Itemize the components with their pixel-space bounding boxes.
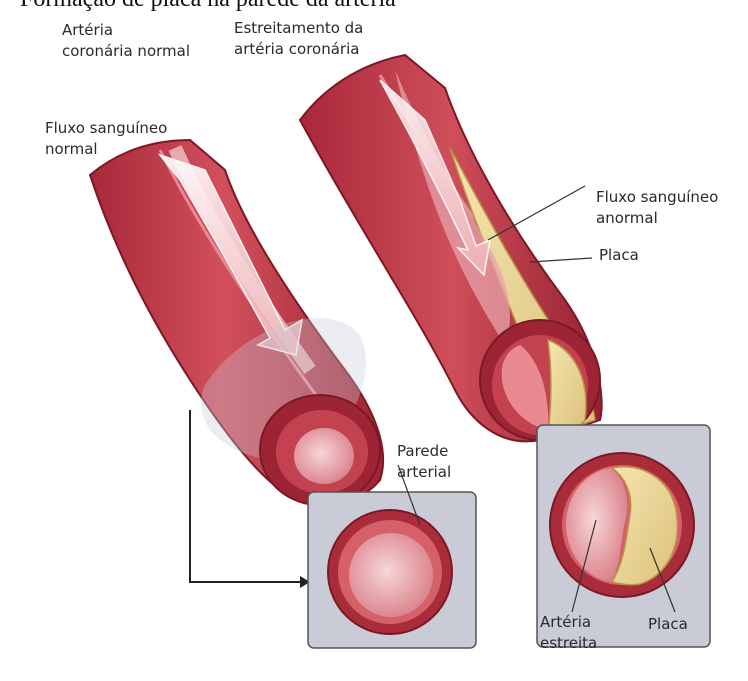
label-arterial-wall: Parede arterial bbox=[397, 441, 451, 483]
label-normal-flow: Fluxo sanguíneo normal bbox=[45, 118, 167, 160]
diagram-title: Formação de placa na parede da artéria bbox=[20, 0, 396, 13]
label-plaque-bottom: Placa bbox=[648, 614, 688, 635]
label-line: coronária normal bbox=[62, 41, 190, 62]
label-line: estreita bbox=[540, 633, 597, 654]
label-line: anormal bbox=[596, 208, 718, 229]
label-line: artéria coronária bbox=[234, 39, 363, 60]
label-line: Artéria bbox=[540, 612, 597, 633]
label-narrow-artery: Artéria estreita bbox=[540, 612, 597, 654]
label-line: Fluxo sanguíneo bbox=[596, 187, 718, 208]
label-line: Parede bbox=[397, 441, 451, 462]
label-abnormal-flow: Fluxo sanguíneo anormal bbox=[596, 187, 718, 229]
normal-artery-vessel bbox=[90, 140, 383, 505]
label-normal-artery: Artéria coronária normal bbox=[62, 20, 190, 62]
label-line: arterial bbox=[397, 462, 451, 483]
normal-cross-section-panel bbox=[308, 492, 476, 648]
label-line: Artéria bbox=[62, 20, 190, 41]
label-line: normal bbox=[45, 139, 167, 160]
label-line: Estreitamento da bbox=[234, 18, 363, 39]
label-line: Fluxo sanguíneo bbox=[45, 118, 167, 139]
leader-plaque-top bbox=[530, 258, 592, 262]
label-plaque-top: Placa bbox=[599, 245, 639, 266]
label-narrowing: Estreitamento da artéria coronária bbox=[234, 18, 363, 60]
